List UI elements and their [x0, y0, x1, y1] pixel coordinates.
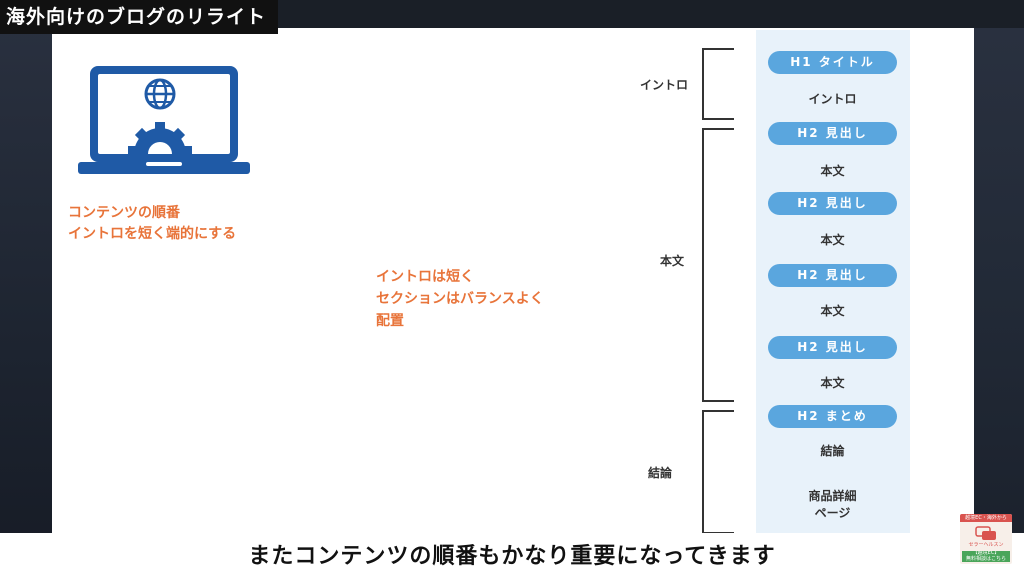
chat-icon [975, 526, 996, 540]
content-order-text: コンテンツの順番 イントロを短く端的にする [68, 203, 236, 245]
background-left [0, 0, 52, 583]
h1-title-pill: H1 タイトル [768, 51, 897, 74]
product-detail-block-line-1: 商品詳細 [808, 489, 857, 503]
content-order-line-1: コンテンツの順番 [68, 205, 180, 221]
intro-short-text: イントロは短く セクションはバランスよく 配置 [376, 266, 544, 332]
h2-heading-pill-1: H2 見出し [768, 122, 897, 145]
laptop-icon [78, 66, 250, 174]
video-title-badge: 海外向けのブログのリライト [0, 0, 279, 34]
channel-badge-top: 越境EC・海外から [960, 514, 1012, 522]
intro-bracket [702, 48, 734, 120]
free-consult-line-2: 無料相談はこちら [965, 555, 1006, 562]
h2-heading-pill-2: H2 見出し [768, 192, 897, 215]
channel-badge[interactable]: 越境EC・海外から セラーヘルスン 【越境EC】 無料相談はこちら [960, 514, 1012, 564]
channel-name: セラーヘルスン [968, 542, 1004, 548]
h2-heading-pill-4: H2 見出し [768, 336, 897, 359]
side-label-body: 本文 [660, 254, 685, 268]
h2-heading-pill-3: H2 見出し [768, 264, 897, 287]
body-block-4: 本文 [820, 376, 845, 390]
content-order-line-2: イントロを短く端的にする [68, 226, 237, 242]
free-consult-button[interactable]: 【越境EC】 無料相談はこちら [962, 551, 1010, 562]
globe-icon [144, 78, 176, 110]
h2-summary-pill: H2 まとめ [768, 405, 897, 428]
background-right [974, 0, 1024, 583]
intro-short-line-2: セクションはバランスよく [376, 291, 544, 307]
side-label-conclusion: 結論 [648, 466, 673, 480]
video-caption: またコンテンツの順番もかなり重要になってきます [248, 544, 776, 569]
body-block-2: 本文 [820, 233, 845, 247]
side-label-intro: イントロ [640, 78, 689, 92]
body-block-3: 本文 [820, 304, 845, 318]
product-detail-block-line-2: ページ [814, 506, 851, 520]
conclusion-bracket [702, 410, 734, 534]
conclusion-block: 結論 [820, 444, 845, 458]
free-consult-line-1: 【越境EC】 [972, 551, 1000, 556]
caption-bar [0, 533, 1024, 583]
body-bracket [702, 128, 734, 402]
intro-short-line-3: 配置 [376, 313, 404, 329]
body-block-1: 本文 [820, 164, 845, 178]
intro-short-line-1: イントロは短く [376, 269, 474, 285]
intro-block: イントロ [808, 92, 857, 106]
